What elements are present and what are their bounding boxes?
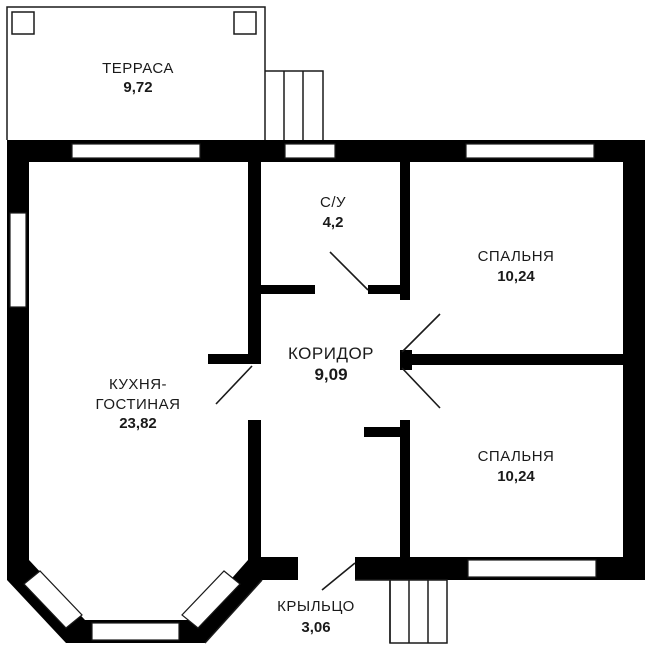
terrace-post-right <box>233 11 257 35</box>
window-bay-bottom <box>91 622 180 641</box>
terrace <box>6 6 266 140</box>
window-top-bedroom <box>465 143 595 159</box>
bathroom-name: С/У <box>320 194 346 211</box>
window-bay-left <box>23 570 83 629</box>
windows <box>9 143 597 641</box>
bathroom-area: 4,2 <box>323 214 344 231</box>
corridor-name: КОРИДОР <box>288 344 374 363</box>
bedroom1-area: 10,24 <box>497 268 535 285</box>
porch <box>204 579 448 644</box>
labels: ТЕРРАСА 9,72 С/У 4,2 СПАЛЬНЯ 10,24 КОРИД… <box>96 60 555 636</box>
door-bathroom <box>329 251 369 291</box>
terrace-post-left <box>11 11 35 35</box>
corridor-area: 9,09 <box>314 365 347 384</box>
porch-name: КРЫЛЬЦО <box>277 598 355 615</box>
bedroom2-name: СПАЛЬНЯ <box>478 448 555 465</box>
kitchen-name-line2: ГОСТИНАЯ <box>96 396 181 413</box>
bedroom2-area: 10,24 <box>497 468 535 485</box>
doors <box>215 251 441 591</box>
window-bay-right <box>181 570 241 629</box>
door-kitchen <box>215 365 253 405</box>
window-left-kitchen <box>9 212 27 308</box>
kitchen-area: 23,82 <box>119 415 157 432</box>
door-entrance <box>321 562 356 591</box>
terrace-area: 9,72 <box>123 79 152 96</box>
porch-stairs <box>389 579 448 644</box>
interior-walls <box>208 162 623 560</box>
window-bottom-bedroom <box>467 559 597 578</box>
terrace-name: ТЕРРАСА <box>102 60 174 77</box>
door-bedroom1 <box>401 313 441 353</box>
terrace-stairs <box>265 70 324 140</box>
door-bedroom2 <box>401 367 441 409</box>
kitchen-name-line1: КУХНЯ- <box>109 376 167 393</box>
porch-area: 3,06 <box>301 619 330 636</box>
window-top-bathroom <box>284 143 336 159</box>
window-top-kitchen <box>71 143 201 159</box>
bedroom1-name: СПАЛЬНЯ <box>478 248 555 265</box>
